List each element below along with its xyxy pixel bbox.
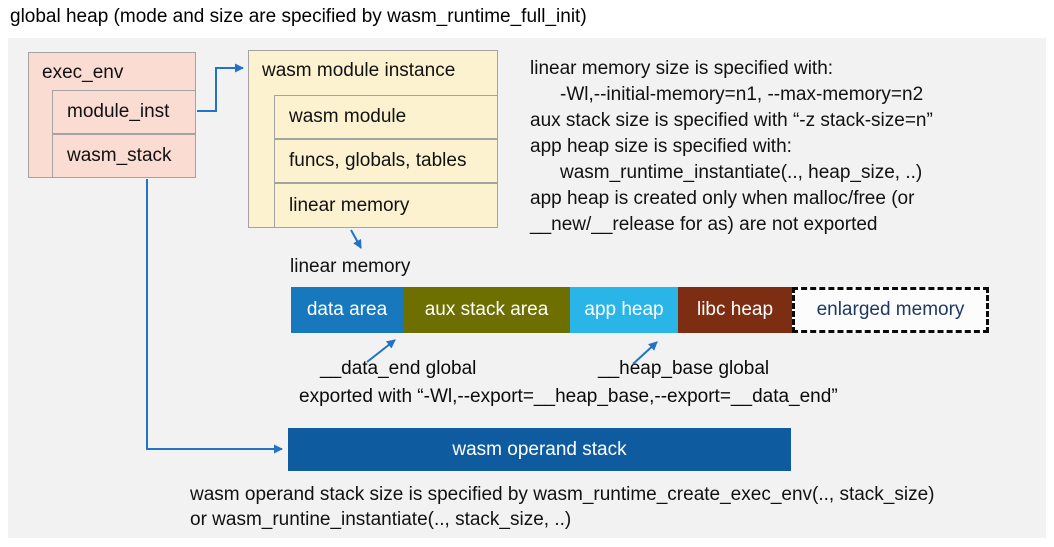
operand-stack-notes: wasm operand stack size is specified by … bbox=[190, 482, 935, 532]
memory-size-notes: linear memory size is specified with: -W… bbox=[530, 56, 1045, 238]
exec-env-field-module-inst: module_inst bbox=[52, 90, 196, 134]
heap-base-global-label: __heap_base global bbox=[598, 358, 770, 379]
wasm-stack-label: wasm_stack bbox=[67, 145, 172, 166]
segment-enlarged-memory: enlarged memory bbox=[792, 287, 989, 333]
note-line: app heap size is specified with: bbox=[530, 136, 792, 157]
module-instance-header: wasm module instance bbox=[262, 60, 456, 81]
note-line: aux stack size is specified with “-z sta… bbox=[530, 110, 933, 131]
module-instance-row-funcs-globals-tables: funcs, globals, tables bbox=[274, 139, 498, 183]
funcs-globals-tables-label: funcs, globals, tables bbox=[289, 150, 467, 171]
note-line: or wasm_runtine_instantiate(.., stack_si… bbox=[190, 509, 572, 530]
module-inst-label: module_inst bbox=[67, 101, 170, 122]
module-instance-row-wasm-module: wasm module bbox=[274, 95, 498, 139]
segment-app-heap: app heap bbox=[570, 287, 678, 333]
wasm-module-label: wasm module bbox=[289, 106, 407, 127]
linear-memory-row-label: linear memory bbox=[289, 194, 410, 216]
note-line: __new/__release for as) are not exported bbox=[530, 214, 878, 235]
wasm-operand-stack-label: wasm operand stack bbox=[452, 438, 627, 460]
note-line: app heap is created only when malloc/fre… bbox=[530, 188, 915, 209]
export-flags-label: exported with “-Wl,--export=__heap_base,… bbox=[299, 386, 838, 407]
note-line: wasm operand stack size is specified by … bbox=[190, 484, 935, 505]
note-line: -Wl,--initial-memory=n1, --max-memory=n2 bbox=[560, 84, 924, 105]
segment-data-area: data area bbox=[291, 287, 403, 333]
page-title: global heap (mode and size are specified… bbox=[10, 6, 587, 27]
exec-env-field-wasm-stack: wasm_stack bbox=[52, 134, 196, 178]
segment-aux-stack-area: aux stack area bbox=[403, 287, 570, 333]
data-end-global-label: __data_end global bbox=[320, 358, 477, 379]
module-instance-row-linear-memory: linear memory bbox=[274, 183, 498, 228]
linear-memory-bar: data area aux stack area app heap libc h… bbox=[291, 287, 989, 333]
segment-libc-heap: libc heap bbox=[678, 287, 792, 333]
wasm-operand-stack-bar: wasm operand stack bbox=[288, 428, 791, 471]
note-line: wasm_runtime_instantiate(.., heap_size, … bbox=[560, 162, 923, 183]
exec-env-header: exec_env bbox=[42, 62, 124, 83]
note-line: linear memory size is specified with: bbox=[530, 58, 834, 79]
linear-memory-label: linear memory bbox=[290, 256, 411, 277]
